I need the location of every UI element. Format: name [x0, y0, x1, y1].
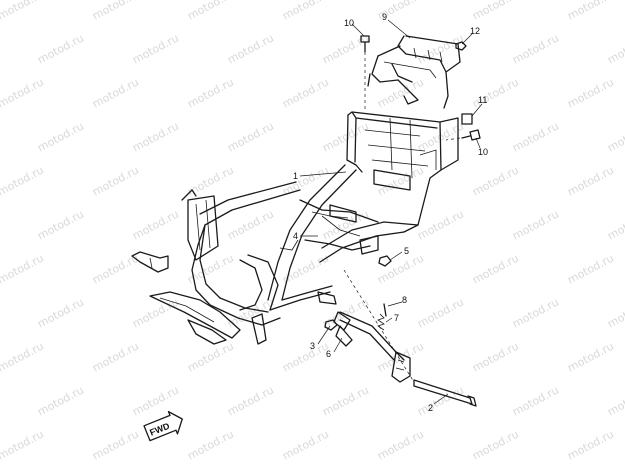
watermark-text: motod.ru — [35, 383, 86, 418]
watermark-text: motod.ru — [90, 427, 141, 462]
watermark-text: motod.ru — [185, 0, 236, 23]
watermark-text: motod.ru — [605, 383, 625, 418]
watermark-text: motod.ru — [605, 31, 625, 66]
fwd-arrow-badge: FWD — [143, 410, 183, 442]
watermark-text: motod.ru — [280, 427, 331, 462]
nut-12 — [455, 41, 467, 51]
watermark-text: motod.ru — [280, 0, 331, 23]
watermark-text: motod.ru — [280, 75, 331, 110]
watermark-text: motod.ru — [375, 163, 426, 198]
watermark-text: motod.ru — [0, 163, 46, 198]
callout-7: 7 — [394, 313, 399, 323]
bolt-10-right — [445, 129, 481, 141]
bolt-10-top — [360, 35, 370, 110]
watermark-text: motod.ru — [185, 163, 236, 198]
bracket-11 — [461, 113, 473, 125]
watermark-text: motod.ru — [35, 295, 86, 330]
watermark-text: motod.ru — [605, 295, 625, 330]
nut-5 — [378, 255, 392, 267]
watermark-text: motod.ru — [185, 427, 236, 462]
watermark-text: motod.ru — [470, 163, 521, 198]
watermark-text: motod.ru — [605, 207, 625, 242]
watermark-text: motod.ru — [470, 0, 521, 23]
callout-10-top: 10 — [344, 18, 354, 28]
callout-1: 1 — [293, 171, 298, 181]
watermark-text: motod.ru — [565, 0, 616, 23]
watermark-text: motod.ru — [0, 427, 46, 462]
callout-11: 11 — [478, 95, 487, 105]
watermark-text: motod.ru — [225, 383, 276, 418]
main-stand — [333, 269, 477, 407]
watermark-text: motod.ru — [510, 295, 561, 330]
leader-lines — [299, 19, 483, 405]
watermark-text: motod.ru — [225, 31, 276, 66]
watermark-text: motod.ru — [185, 339, 236, 374]
watermark-text: motod.ru — [605, 119, 625, 154]
watermark-text: motod.ru — [510, 383, 561, 418]
watermark-text: motod.ru — [320, 31, 371, 66]
watermark-text: motod.ru — [470, 427, 521, 462]
watermark-text: motod.ru — [0, 75, 46, 110]
watermark-text: motod.ru — [0, 339, 46, 374]
watermark-text: motod.ru — [415, 295, 466, 330]
watermark-text: motod.ru — [185, 75, 236, 110]
watermark-text: motod.ru — [130, 119, 181, 154]
watermark-text: motod.ru — [510, 31, 561, 66]
watermark-text: motod.ru — [225, 119, 276, 154]
watermark-text: motod.ru — [510, 119, 561, 154]
watermark-text: motod.ru — [470, 251, 521, 286]
watermark-text: motod.ru — [130, 207, 181, 242]
watermark-text: motod.ru — [415, 207, 466, 242]
watermark-text: motod.ru — [565, 75, 616, 110]
watermark-text: motod.ru — [320, 119, 371, 154]
watermark-text: motod.ru — [375, 75, 426, 110]
watermark-text: motod.ru — [320, 207, 371, 242]
rear-carrier — [367, 35, 461, 109]
watermark-text: motod.ru — [35, 207, 86, 242]
watermark-text: motod.ru — [90, 75, 141, 110]
watermark-text: motod.ru — [280, 339, 331, 374]
watermark-text: motod.ru — [90, 0, 141, 23]
nut-3 — [324, 319, 338, 331]
callout-3: 3 — [310, 341, 315, 351]
callout-5: 5 — [404, 246, 409, 256]
watermark-text: motod.ru — [35, 31, 86, 66]
watermark-text: motod.ru — [470, 339, 521, 374]
watermark-text: motod.ru — [130, 31, 181, 66]
watermark-text: motod.ru — [130, 295, 181, 330]
watermark-text: motod.ru — [90, 339, 141, 374]
watermark-text: motod.ru — [565, 163, 616, 198]
watermark-text: motod.ru — [90, 163, 141, 198]
callout-9: 9 — [382, 12, 387, 22]
watermark-text: motod.ru — [565, 427, 616, 462]
watermark-text: motod.ru — [225, 295, 276, 330]
watermark-text: motod.ru — [375, 427, 426, 462]
callout-8: 8 — [402, 295, 407, 305]
callout-2: 2 — [428, 403, 433, 413]
callout-10-right: 10 — [478, 147, 488, 157]
watermark-text: motod.ru — [35, 119, 86, 154]
main-frame — [131, 111, 459, 345]
watermark-text: motod.ru — [130, 383, 181, 418]
watermark-text: motod.ru — [0, 251, 46, 286]
callout-12: 12 — [470, 26, 480, 36]
watermark-text: motod.ru — [565, 251, 616, 286]
watermark-text: motod.ru — [320, 383, 371, 418]
watermark-text: motod.ru — [510, 207, 561, 242]
watermark-text: motod.ru — [470, 75, 521, 110]
callouts: 1 2 3 4 5 6 7 8 9 10 10 11 12 — [293, 12, 488, 413]
watermark-text: motod.ru — [0, 0, 46, 23]
watermark-text: motod.ru — [280, 251, 331, 286]
watermark-text: motod.ru — [225, 207, 276, 242]
callout-6: 6 — [326, 349, 331, 359]
watermark-text: motod.ru — [565, 339, 616, 374]
callout-4: 4 — [293, 231, 298, 241]
watermark-text: motod.ru — [185, 251, 236, 286]
